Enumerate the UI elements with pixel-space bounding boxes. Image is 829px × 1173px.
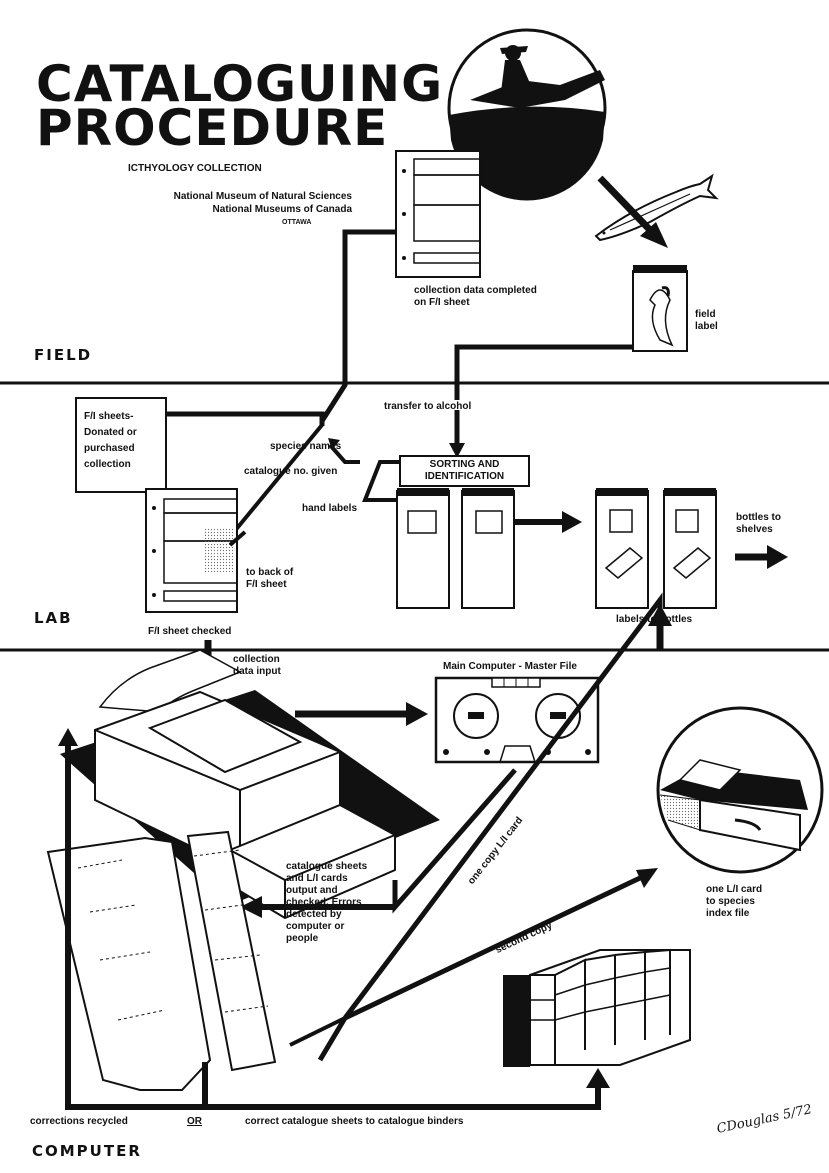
transfer-to-alcohol-label: transfer to alcohol	[384, 401, 471, 413]
page-title: CATALOGUING PROCEDURE	[36, 62, 443, 150]
correct-catalogue-sheets-label: correct catalogue sheets to catalogue bi…	[245, 1116, 463, 1128]
or-label: OR	[187, 1116, 202, 1128]
jar-4-icon	[664, 488, 716, 608]
to-back-of-sheet-label: to back of F/I sheet	[246, 567, 293, 591]
donated-fi-sheets-label: F/I sheets- Donated or purchased collect…	[84, 409, 137, 473]
catalogue-binders-illustration	[503, 950, 690, 1067]
city-label: OTTAWA	[282, 219, 311, 226]
card-file-illustration	[658, 708, 822, 872]
one-li-card-label: one L/I card to species index file	[706, 884, 762, 920]
main-computer-label: Main Computer - Master File	[443, 661, 577, 673]
catalogue-sheets-output-label: catalogue sheets and L/I cards output an…	[286, 861, 367, 945]
collection-data-completed-label: collection data completed on F/I sheet	[414, 285, 537, 309]
section-lab-label: LAB	[34, 609, 73, 627]
collection-data-input-label: collection data input	[233, 654, 281, 678]
jar-1-icon	[397, 488, 449, 608]
section-field-label: FIELD	[34, 346, 92, 364]
section-computer-label: COMPUTER	[32, 1142, 142, 1160]
museum-line-2: National Museums of Canada	[82, 204, 352, 216]
jar-3-icon	[596, 488, 648, 608]
museum-line-1: National Museum of Natural Sciences	[82, 191, 352, 203]
collection-name: ICTHYOLOGY COLLECTION	[128, 163, 262, 175]
bottles-to-shelves-label: bottles to shelves	[736, 512, 781, 536]
species-names-label: species names	[270, 441, 341, 453]
sorting-identification-box: SORTING AND IDENTIFICATION	[399, 455, 530, 487]
fi-sheet-lab-icon	[146, 489, 237, 612]
corrections-recycled-label: corrections recycled	[30, 1116, 128, 1128]
catalogue-no-given-label: catalogue no. given	[244, 466, 337, 478]
field-label-text: field label	[695, 309, 718, 333]
jar-2-icon	[462, 488, 514, 608]
tape-drive-icon	[436, 678, 598, 762]
field-label-icon	[633, 265, 687, 351]
labels-to-bottles-label: labels to bottles	[616, 614, 692, 626]
title-line-2: PROCEDURE	[36, 106, 443, 150]
hand-labels-label: hand labels	[302, 503, 357, 515]
fi-sheet-checked-label: F/I sheet checked	[148, 626, 231, 638]
fi-sheet-field-icon	[396, 151, 480, 277]
